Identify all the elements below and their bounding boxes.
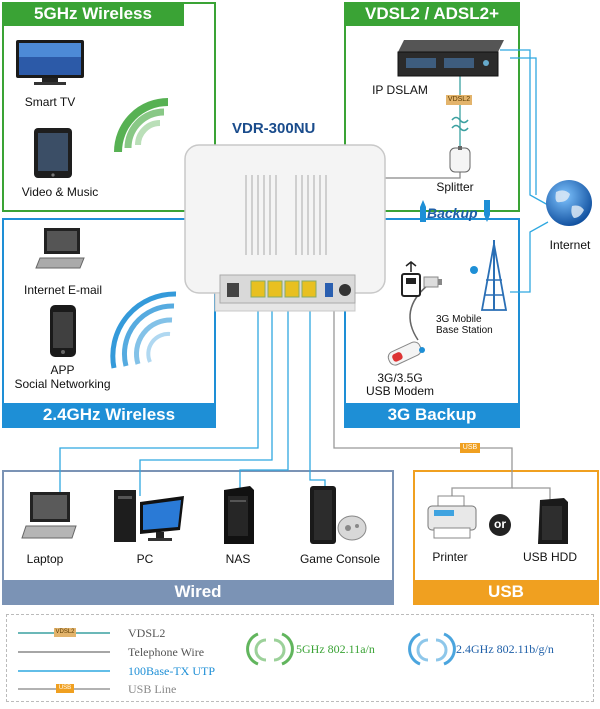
pc-icon <box>110 488 186 546</box>
app-social-label: APP Social Networking <box>0 363 125 391</box>
dslam-internet-line <box>500 49 549 206</box>
panel-24ghz-title: 2.4GHz Wireless <box>2 403 216 427</box>
wifi-24ghz-arcs <box>110 290 192 370</box>
internet-label: Internet <box>549 238 591 252</box>
printer-icon <box>424 495 480 542</box>
ip-dslam-label: IP DSLAM <box>372 83 428 97</box>
legend-vdsl-tag <box>54 628 76 637</box>
usb-tag: USB <box>460 443 480 453</box>
usb-hdd-label: USB HDD <box>522 550 577 564</box>
legend-5ghz-text: 5GHz 802.11a/n <box>296 642 375 656</box>
game-console-label: Game Console <box>299 552 381 566</box>
router-power-jack <box>339 284 351 296</box>
usb-port-icon <box>400 261 422 297</box>
laptop-icon <box>20 492 80 544</box>
modem-cable <box>409 284 429 341</box>
phone-icon <box>50 305 78 357</box>
laptop-icon-wireless <box>35 228 86 272</box>
base-station-icon <box>462 240 512 312</box>
vdsl-squiggle-1 <box>451 116 469 124</box>
legend-usb-text: USB Line <box>128 682 177 696</box>
router <box>184 144 386 325</box>
legend-telephone-text: Telephone Wire <box>128 645 205 659</box>
ip-dslam-icon <box>396 40 506 78</box>
usb-modem-icon <box>384 340 428 368</box>
nas-icon <box>220 486 258 546</box>
smart-tv-label: Smart TV <box>24 95 76 109</box>
router-lan-port-3 <box>284 280 300 298</box>
utp-line-pc <box>139 300 273 496</box>
router-phone-port <box>227 283 239 297</box>
internet-globe-icon <box>544 178 594 228</box>
usb-line-printer <box>333 300 513 498</box>
backup-arrow-up <box>420 200 426 222</box>
splitter-icon <box>448 146 472 174</box>
game-console-icon <box>304 486 368 546</box>
panel-vdsl-title: VDSL2 / ADSL2+ <box>344 2 520 26</box>
basestation-internet-line <box>510 221 549 293</box>
or-badge: or <box>489 514 511 536</box>
panel-usb-title: USB <box>413 580 599 604</box>
legend-utp-text: 100Base-TX UTP <box>128 664 215 678</box>
pc-label: PC <box>136 552 154 566</box>
usb-modem-label: 3G/3.5G USB Modem <box>365 371 435 398</box>
usb-line-hdd <box>512 487 551 500</box>
base-station-label: 3G Mobile Base Station <box>436 314 493 336</box>
nas-label: NAS <box>225 552 251 566</box>
tablet-icon <box>34 128 74 178</box>
utp-line-laptop <box>59 300 259 500</box>
legend-24ghz-text: 2.4GHz 802.11b/g/n <box>456 642 554 656</box>
wifi-5ghz-arcs <box>114 90 188 160</box>
printer-label: Printer <box>432 550 468 564</box>
usb-plug-icon <box>423 274 442 290</box>
dslam-internet-line-2 <box>510 57 537 195</box>
router-model: VDR-300NU <box>232 120 316 137</box>
panel-wired-title: Wired <box>2 580 394 604</box>
legend-usb-tag-text: USB <box>58 685 72 691</box>
legend-5ghz-arcs <box>246 632 294 666</box>
app-label-line1: APP Social Networking <box>14 363 111 391</box>
utp-line-nas <box>239 300 289 492</box>
vdsl2-tag: VDSL2 <box>446 95 472 105</box>
router-lan-port-2 <box>267 280 283 298</box>
legend-vdsl2-text: VDSL2 <box>128 626 166 640</box>
panel-5ghz-title: 5GHz Wireless <box>2 2 184 26</box>
legend-24ghz-arcs <box>408 632 456 666</box>
video-music-label: Video & Music <box>21 185 99 199</box>
legend-box <box>6 614 594 702</box>
panel-24ghz <box>2 218 216 428</box>
internet-email-label: Internet E-mail <box>23 283 103 297</box>
panel-3g-backup-title: 3G Backup <box>344 403 520 427</box>
router-lan-port-1 <box>250 280 266 298</box>
legend-usb-tag <box>56 684 74 693</box>
splitter-label: Splitter <box>436 180 474 194</box>
router-lan-port-4 <box>301 280 317 298</box>
router-usb-port <box>325 283 333 297</box>
legend-vdsl-tag-text: VDSL2 <box>55 629 75 635</box>
usb-hdd-icon <box>534 498 570 546</box>
backup-label: Backup <box>427 205 478 221</box>
vdsl-squiggle-2 <box>451 124 469 132</box>
smart-tv-icon <box>14 40 86 86</box>
backup-arrow-down <box>484 200 490 222</box>
laptop-label: Laptop <box>26 552 64 566</box>
